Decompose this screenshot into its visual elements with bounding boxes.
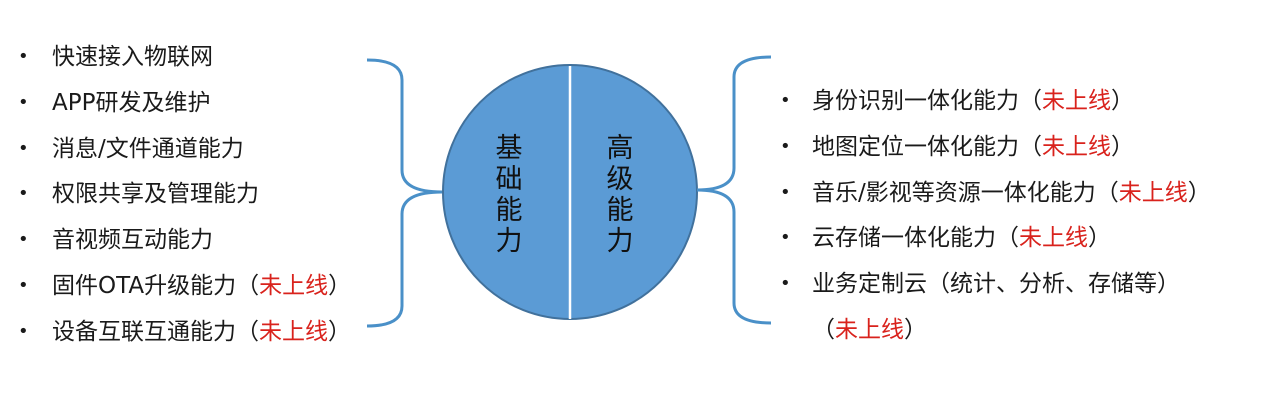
bullet-icon: • xyxy=(18,275,29,296)
status-badge: 未上线 xyxy=(259,318,328,345)
item-label: 音视频互动能力 xyxy=(52,227,213,254)
label-char: 力 xyxy=(606,226,634,257)
item-text: APP研发及维护 xyxy=(52,88,210,118)
paren-close: ） xyxy=(1111,133,1134,160)
basic-capability-label: 基础能力 xyxy=(489,133,529,257)
bullet-icon: • xyxy=(780,273,791,295)
paren-open: （ xyxy=(1019,133,1042,160)
label-char: 级 xyxy=(606,164,634,195)
item-label: 消息/文件通道能力 xyxy=(52,135,244,162)
status-badge: 未上线 xyxy=(1019,225,1088,252)
item-label: 身份识别一体化能力 xyxy=(812,88,1019,114)
item-text: 业务定制云（统计、分析、存储等） xyxy=(812,269,1180,299)
bullet-icon: • xyxy=(18,91,29,113)
status-badge: 未上线 xyxy=(259,273,329,299)
item-label: APP研发及维护 xyxy=(52,89,211,116)
advanced-capability-continuation: （未上线） xyxy=(812,315,927,345)
paren-open: （ xyxy=(236,318,259,345)
item-text: 快速接入物联网 xyxy=(52,42,213,72)
label-char: 基 xyxy=(495,133,523,164)
item-label: 音乐/影视等资源一体化能力 xyxy=(812,179,1096,206)
status-badge: 未上线 xyxy=(835,317,904,343)
bullet-icon: • xyxy=(18,137,29,159)
label-char: 能 xyxy=(606,195,634,226)
item-text: 音视频互动能力 xyxy=(52,225,213,255)
bullet-icon: • xyxy=(780,135,791,157)
item-label: 云存储一体化能力 xyxy=(812,225,996,252)
status-badge: 未上线 xyxy=(1118,179,1188,206)
paren-close: ） xyxy=(904,317,927,343)
bullet-icon: • xyxy=(780,227,791,249)
paren-open: （ xyxy=(996,225,1019,252)
label-char: 高 xyxy=(606,133,634,164)
bullet-icon: • xyxy=(780,181,791,203)
item-text: 身份识别一体化能力（未上线） xyxy=(812,86,1134,116)
item-label: 业务定制云（统计、分析、存储等） xyxy=(812,271,1180,298)
item-text: 固件OTA升级能力（未上线） xyxy=(52,271,351,301)
status-badge: 未上线 xyxy=(1042,133,1111,160)
paren-open: （ xyxy=(1019,88,1042,114)
label-char: 能 xyxy=(495,195,523,226)
label-char: 力 xyxy=(495,226,523,257)
bullet-icon: • xyxy=(18,229,29,251)
advanced-capability-label: 高级能力 xyxy=(600,133,640,257)
item-label: 快速接入物联网 xyxy=(52,44,213,70)
bullet-icon: • xyxy=(18,320,29,342)
item-label: 地图定位一体化能力 xyxy=(812,133,1019,160)
bullet-icon: • xyxy=(780,90,791,111)
left-bracket xyxy=(366,58,443,328)
item-text: 音乐/影视等资源一体化能力（未上线） xyxy=(812,178,1211,208)
paren-close: ） xyxy=(1111,88,1134,114)
bullet-icon: • xyxy=(18,183,29,205)
item-label: 固件OTA升级能力 xyxy=(52,273,237,299)
item-text: 云存储一体化能力（未上线） xyxy=(812,223,1111,253)
paren-open: （ xyxy=(812,317,835,343)
item-text: 消息/文件通道能力 xyxy=(52,134,244,164)
label-char: 础 xyxy=(495,164,523,195)
item-label: 权限共享及管理能力 xyxy=(52,181,259,208)
paren-close: ） xyxy=(1187,179,1211,206)
paren-close: ） xyxy=(1088,225,1111,252)
paren-open: （ xyxy=(1095,179,1119,206)
item-text: 地图定位一体化能力（未上线） xyxy=(812,132,1134,162)
paren-open: （ xyxy=(236,273,260,299)
status-badge: 未上线 xyxy=(1042,88,1111,114)
item-label: 设备互联互通能力 xyxy=(52,318,236,345)
right-bracket xyxy=(696,55,772,325)
paren-close: ） xyxy=(328,318,351,345)
paren-close: ） xyxy=(328,273,352,299)
bullet-icon: • xyxy=(18,46,29,67)
item-text: 设备互联互通能力（未上线） xyxy=(52,317,351,347)
item-text: 权限共享及管理能力 xyxy=(52,179,259,209)
